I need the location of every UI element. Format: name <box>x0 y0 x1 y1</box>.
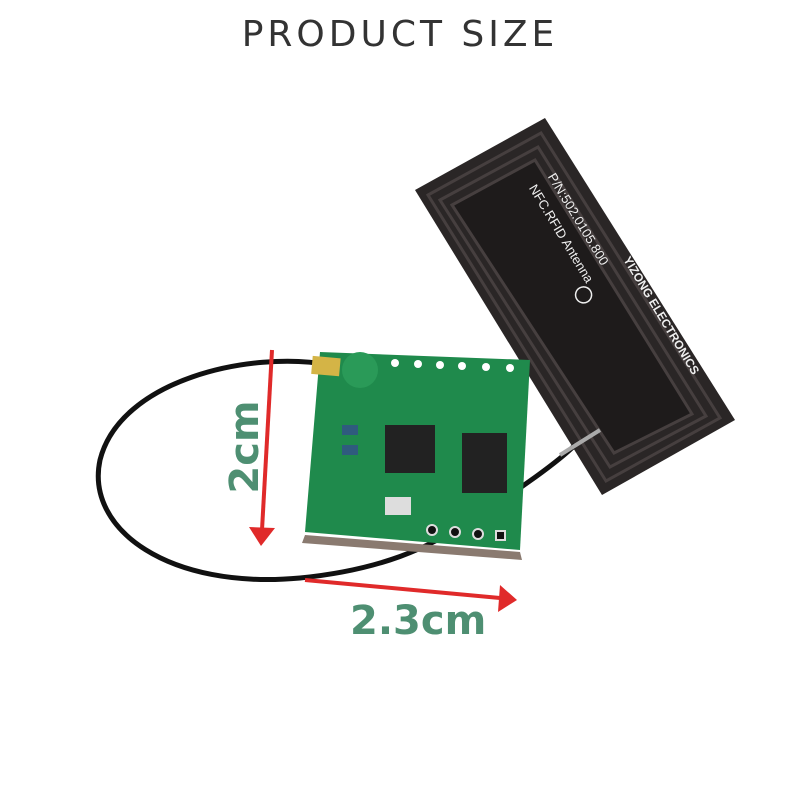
rfid-module-pcb <box>302 352 530 560</box>
main-chip <box>385 425 435 473</box>
crystal <box>385 497 411 515</box>
nfc-antenna: NFC.RFID Antenna P/N:502.0105.800 YIZONG… <box>415 118 735 495</box>
registered-icon <box>574 286 593 304</box>
width-label: 2.3cm <box>350 598 487 644</box>
width-arrow <box>304 578 517 612</box>
ufl-connector <box>311 355 341 377</box>
page-title: PRODUCT SIZE <box>241 14 559 55</box>
height-arrow <box>249 349 275 546</box>
height-label: 2cm <box>222 400 268 494</box>
secondary-chip <box>462 433 507 493</box>
